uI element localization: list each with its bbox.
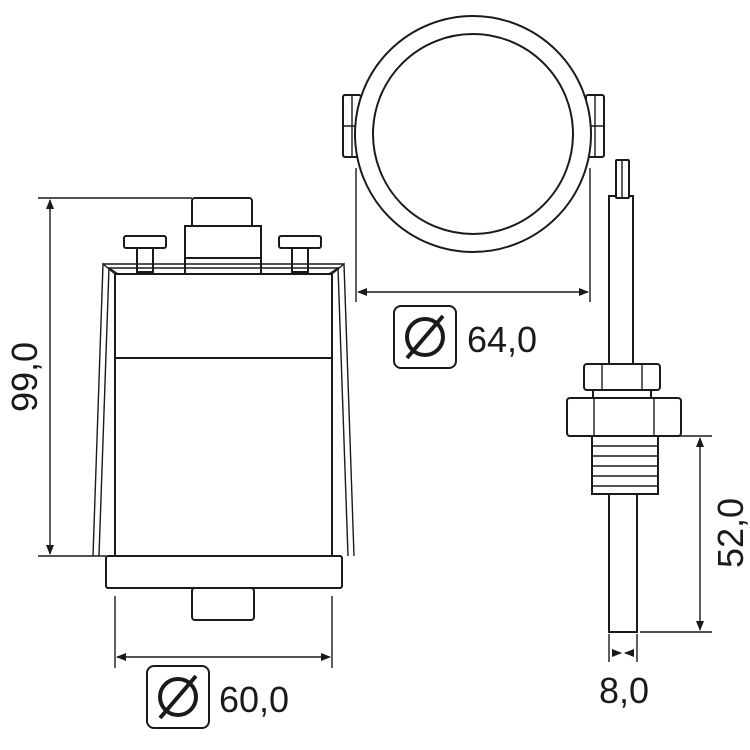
top-knob-base (184, 257, 262, 275)
probe-diameter-dimension: 8,0 (599, 634, 649, 711)
top-knob (191, 197, 253, 229)
base-diameter-value: 60,0 (219, 679, 289, 720)
height-value: 99,0 (4, 342, 45, 412)
hex-body (566, 397, 682, 437)
upper-nut (583, 363, 661, 391)
base-flange (105, 555, 343, 589)
probe-view (566, 159, 682, 633)
top-knob-neck (184, 225, 262, 261)
height-dimension: 99,0 (4, 197, 192, 557)
left-screw-shaft (136, 247, 154, 273)
body-lower (114, 357, 333, 557)
diameter-icon (158, 674, 198, 720)
right-screw-shaft (291, 247, 309, 273)
left-screw-head (123, 235, 167, 249)
body-upper (114, 273, 333, 359)
base-width-dimension: 60,0 (114, 596, 333, 729)
bottom-stub (191, 587, 255, 621)
clamp-diameter-value: 64,0 (467, 319, 537, 360)
probe-cable (608, 195, 634, 367)
front-view (92, 197, 355, 621)
probe-diameter-value: 8,0 (599, 670, 649, 711)
inner-ring (372, 33, 574, 235)
right-screw-head (278, 235, 322, 249)
probe-length-value: 52,0 (710, 498, 750, 568)
clamp-diameter-dimension: 64,0 (355, 168, 591, 369)
probe-length-dimension: 52,0 (640, 435, 750, 633)
probe-stem (608, 493, 638, 633)
diameter-icon (405, 314, 445, 360)
top-view (342, 15, 605, 253)
